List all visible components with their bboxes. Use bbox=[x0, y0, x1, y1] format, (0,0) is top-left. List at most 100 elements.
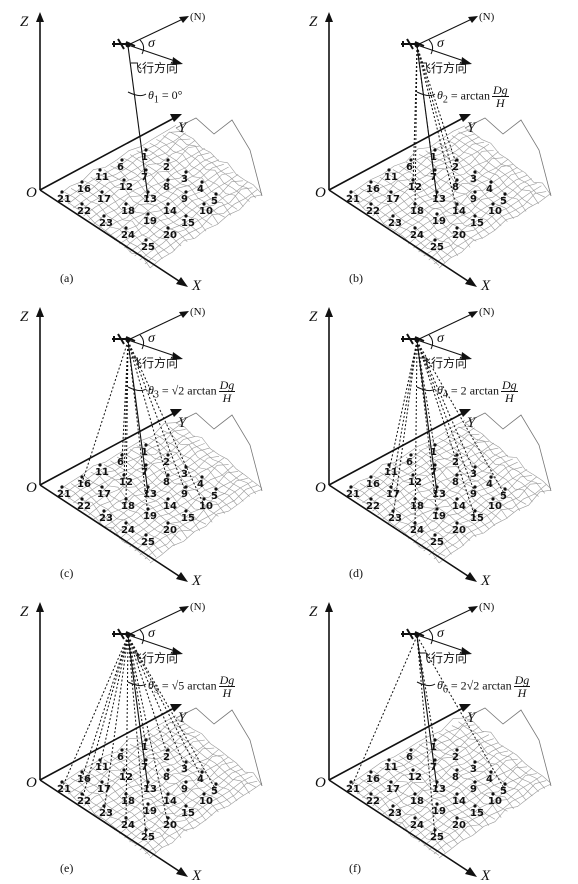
sigma-label: σ bbox=[148, 331, 156, 346]
ground-point-label: 19 bbox=[432, 806, 446, 817]
mesh-line bbox=[432, 441, 521, 511]
north-label: (N) bbox=[190, 11, 206, 23]
ground-point-label: 2 bbox=[452, 752, 459, 763]
mesh-line bbox=[451, 725, 539, 793]
ground-point-label: 7 bbox=[430, 762, 437, 773]
ground-point-label: 20 bbox=[163, 820, 177, 831]
angle-formula: θ1 = 0° bbox=[148, 88, 183, 106]
x-axis-arrow bbox=[465, 277, 477, 287]
ground-point-label: 16 bbox=[366, 479, 380, 490]
mesh-line bbox=[144, 189, 258, 265]
mesh-line bbox=[351, 425, 470, 496]
ground-point-marker bbox=[102, 509, 106, 513]
ground-point-label: 10 bbox=[199, 206, 213, 217]
ground-point-marker bbox=[166, 521, 170, 525]
ray-to-point-25 bbox=[416, 635, 436, 837]
north-label: (N) bbox=[190, 306, 206, 318]
ground-point-label: 13 bbox=[143, 784, 157, 795]
mesh-line bbox=[387, 450, 504, 524]
mesh-line bbox=[432, 146, 521, 214]
mesh-line bbox=[433, 484, 547, 560]
mesh-line bbox=[458, 131, 545, 198]
ground-point-label: 5 bbox=[211, 196, 218, 207]
axes: Z X Y O bbox=[309, 307, 491, 589]
mesh-line bbox=[403, 461, 518, 536]
ground-point-marker bbox=[435, 212, 439, 216]
mesh-line bbox=[129, 744, 219, 813]
ground-point-label: 25 bbox=[430, 537, 444, 548]
mesh-line bbox=[403, 166, 518, 241]
z-axis-label: Z bbox=[309, 309, 318, 325]
x-axis-label: X bbox=[480, 868, 491, 884]
ground-point-label: 23 bbox=[99, 808, 113, 819]
mesh-line bbox=[433, 780, 547, 855]
ground-point-marker bbox=[413, 497, 417, 501]
ground-point-marker bbox=[413, 521, 417, 525]
ray-to-point-23 bbox=[103, 635, 129, 813]
ground-point-marker bbox=[369, 475, 373, 479]
ground-point-marker bbox=[455, 202, 459, 206]
ground-point-marker bbox=[455, 226, 459, 230]
ground-point-label: 4 bbox=[197, 479, 204, 490]
north-arrowhead bbox=[468, 16, 478, 23]
ground-point-marker bbox=[144, 238, 148, 242]
ground-point-label: 24 bbox=[121, 525, 135, 536]
ground-point-label: 7 bbox=[141, 172, 148, 183]
mesh-line bbox=[412, 747, 502, 818]
ground-point-marker bbox=[166, 792, 170, 796]
ground-point-marker bbox=[184, 465, 188, 469]
ground-point-marker bbox=[202, 792, 206, 796]
mesh-line bbox=[83, 734, 201, 807]
ground-point-label: 25 bbox=[141, 537, 155, 548]
ray-to-point-1 bbox=[416, 635, 436, 747]
ray-to-point-11 bbox=[99, 635, 129, 767]
ground-point-label: 24 bbox=[410, 525, 424, 536]
mesh-line bbox=[379, 766, 471, 836]
north-label: (N) bbox=[479, 11, 495, 23]
ground-point-label: 15 bbox=[470, 808, 484, 819]
ground-point-marker bbox=[455, 453, 459, 457]
aircraft-icon bbox=[401, 38, 425, 50]
origin-label: O bbox=[315, 480, 326, 496]
ray-group bbox=[388, 340, 506, 530]
ground-point-label: 8 bbox=[452, 772, 459, 783]
ground-point-label: 23 bbox=[99, 513, 113, 524]
ground-point-label: 11 bbox=[384, 467, 398, 478]
ground-point-label: 3 bbox=[181, 764, 188, 775]
ground-point-label: 5 bbox=[211, 786, 218, 797]
z-axis-arrow bbox=[325, 307, 333, 317]
mesh-line bbox=[425, 445, 514, 513]
ground-point-label: 16 bbox=[77, 479, 91, 490]
ray-group bbox=[81, 340, 205, 516]
x-axis-label: X bbox=[191, 868, 202, 884]
ground-point-label: 1 bbox=[430, 152, 437, 163]
ground-point-marker bbox=[455, 748, 459, 752]
mesh-line bbox=[57, 195, 151, 268]
ground-point-label: 11 bbox=[95, 762, 109, 773]
ray-to-point-5 bbox=[416, 635, 506, 791]
mesh-line bbox=[418, 744, 508, 812]
ray-to-point-12 bbox=[412, 45, 418, 187]
north-label: (N) bbox=[190, 601, 206, 613]
ground-point-label: 12 bbox=[408, 182, 422, 193]
ground-point-marker bbox=[166, 768, 170, 772]
ground-point-label: 5 bbox=[211, 491, 218, 502]
mesh-line bbox=[116, 456, 207, 525]
ground-point-marker bbox=[411, 178, 415, 182]
panel-svg: Z X Y O 12345678910111213141516171819202… bbox=[20, 601, 263, 884]
x-axis bbox=[328, 779, 472, 874]
mesh-line bbox=[405, 456, 496, 526]
mesh-line bbox=[62, 131, 181, 201]
ground-point-marker bbox=[389, 190, 393, 194]
mesh-line bbox=[64, 486, 157, 558]
ground-point-label: 22 bbox=[366, 206, 380, 217]
mesh-line bbox=[464, 717, 552, 784]
flight-arrowhead bbox=[172, 352, 183, 360]
ground-point-marker bbox=[503, 782, 507, 786]
mesh-line bbox=[397, 164, 513, 237]
y-axis bbox=[328, 706, 466, 781]
ground-point-label: 3 bbox=[181, 469, 188, 480]
ground-point-marker bbox=[369, 180, 373, 184]
ground-points: 1234567891011121314151617181920212223242… bbox=[57, 148, 218, 253]
